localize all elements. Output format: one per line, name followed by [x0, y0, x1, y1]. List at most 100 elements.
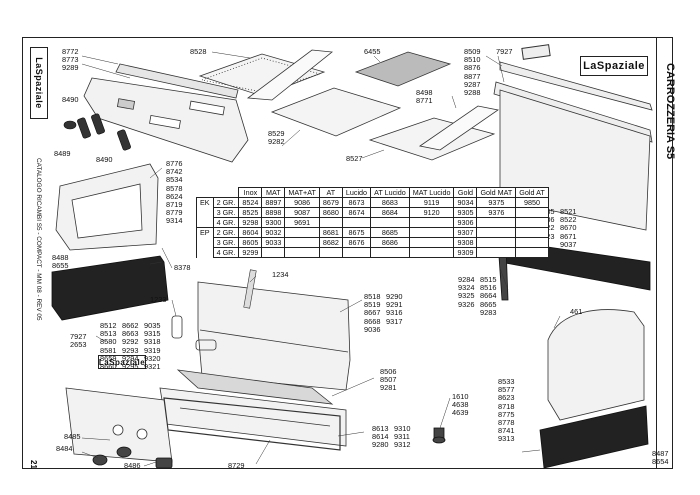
table-cell: [408, 227, 455, 238]
table-header-cell: [197, 188, 214, 198]
table-cell: 8679: [318, 197, 343, 208]
table-cell: 9299: [238, 247, 263, 258]
table-cell: [318, 247, 343, 258]
table-header-cell: MAT Lucido: [408, 187, 455, 198]
model-cell: [196, 247, 214, 258]
label-8729: 8729: [228, 461, 245, 470]
table-cell: [261, 247, 286, 258]
table-header-cell: Gold AT: [515, 187, 549, 198]
table-header-cell: Gold MAT: [476, 187, 517, 198]
table-cell: [284, 247, 320, 258]
table-header-cell: AT: [318, 187, 343, 198]
brand-logo-plate-text: LaSpaziale: [98, 357, 146, 367]
table-cell: [515, 237, 549, 248]
table-cell: 9307: [453, 227, 478, 238]
table-cell: 9120: [408, 207, 455, 218]
group-cell: 4 GR.: [212, 247, 240, 258]
table-cell: [408, 237, 455, 248]
table-cell: 9308: [453, 237, 478, 248]
mesh-mat: [354, 51, 452, 87]
label-1234: 1234: [272, 270, 289, 279]
ring-1233: [171, 315, 217, 351]
table-cell: 9298: [238, 217, 263, 228]
table-cell: 9376: [476, 207, 517, 218]
brand-logo-top: LaSpaziale: [580, 56, 648, 76]
drip-tray-grid: [176, 369, 334, 405]
base-right: [539, 405, 649, 469]
table-cell: 9850: [515, 197, 549, 208]
table-cell: 8897: [261, 197, 286, 208]
group-cell: 2 GR.: [212, 197, 240, 208]
base-left: [51, 255, 169, 321]
table-cell: [341, 217, 372, 228]
model-cell: EP: [196, 227, 214, 238]
right-sidebar: [656, 37, 676, 469]
label-461: 461: [570, 307, 583, 316]
label-8490-b: 8490: [96, 155, 113, 164]
table-cell: 8605: [238, 237, 263, 248]
table-cell: [476, 227, 517, 238]
label-8486: 8486: [124, 461, 141, 470]
table-header-cell: [213, 188, 239, 198]
label-6455: 6455: [364, 47, 381, 56]
table-cell: 8898: [261, 207, 286, 218]
table-header-cell: Gold: [453, 187, 478, 198]
group-cell: 3 GR.: [212, 207, 240, 218]
label-8528: 8528: [190, 47, 207, 56]
front-panel-top: [83, 63, 249, 163]
table-cell: [408, 217, 455, 228]
model-cell: EK: [196, 197, 214, 208]
table-cell: 9032: [261, 227, 286, 238]
label-7927-top: 7927: [496, 47, 513, 56]
table-cell: [476, 237, 517, 248]
model-cell: [196, 237, 214, 248]
table-cell: 9034: [453, 197, 478, 208]
group-cell: 2 GR.: [212, 227, 240, 238]
table-cell: [318, 217, 343, 228]
front-panel-middle: [197, 281, 351, 391]
table-header-cell: Lucido: [341, 187, 372, 198]
table-cell: 8674: [341, 207, 372, 218]
model-cell: [196, 217, 214, 228]
table-cell: [370, 217, 410, 228]
brand-logo-top-text: LaSpaziale: [583, 60, 645, 72]
label-8527: 8527: [346, 154, 363, 163]
brand-logo-vertical: LaSpaziale: [30, 47, 48, 119]
table-header-cell: MAT+AT: [284, 187, 320, 198]
cup-warmer-grid-right: [368, 105, 500, 161]
table-cell: [370, 247, 410, 258]
right-side-cover: [547, 309, 645, 421]
table-cell: 9086: [284, 197, 320, 208]
table-cell: 9375: [476, 197, 517, 208]
label-1233: 1233: [150, 295, 167, 304]
table-cell: [284, 227, 320, 238]
table-cell: 9087: [284, 207, 320, 218]
label-8484: 8484: [56, 444, 73, 453]
table-cell: 8673: [341, 197, 372, 208]
table-cell: 8680: [318, 207, 343, 218]
table-cell: [476, 217, 517, 228]
group-cell: 3 GR.: [212, 237, 240, 248]
table-cell: 8676: [341, 237, 372, 248]
table-cell: [515, 247, 549, 258]
table-cell: [476, 247, 517, 258]
table-cell: 8675: [341, 227, 372, 238]
